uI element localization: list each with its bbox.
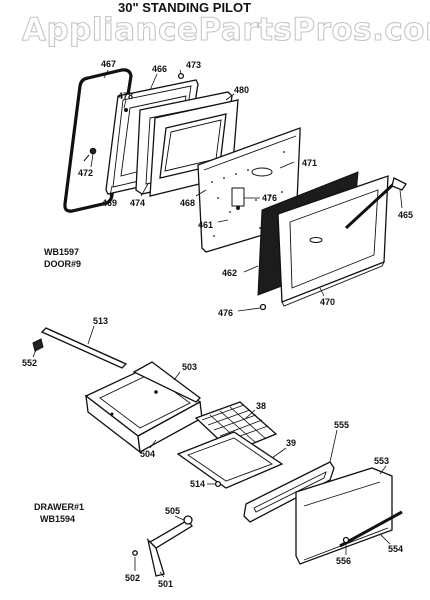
part-501-bracket <box>146 537 165 577</box>
leader-lines <box>32 69 403 578</box>
callout-labels: 467 473 466 478 480 472 469 474 468 476 … <box>22 59 413 589</box>
label-505: 505 <box>165 506 180 516</box>
label-38: 38 <box>256 401 266 411</box>
note-drawer-label: DRAWER#1 <box>34 502 84 512</box>
label-468: 468 <box>180 198 195 208</box>
label-476-upper: 476 <box>262 193 277 203</box>
part-467-door-gasket <box>63 68 133 213</box>
label-513: 513 <box>93 316 108 326</box>
label-461: 461 <box>198 220 213 230</box>
label-555: 555 <box>334 420 349 430</box>
part-473-screw <box>177 72 185 80</box>
label-501: 501 <box>158 579 173 589</box>
note-door-label: DOOR#9 <box>44 259 81 269</box>
part-513-drawer-rail <box>40 327 128 369</box>
part-472-screw <box>83 147 97 162</box>
model-notes: WB1597 DOOR#9 DRAWER#1 WB1594 <box>34 247 84 524</box>
label-466: 466 <box>152 64 167 74</box>
label-467: 467 <box>101 59 116 69</box>
label-503: 503 <box>182 362 197 372</box>
label-469: 469 <box>102 198 117 208</box>
label-462: 462 <box>222 268 237 278</box>
label-556: 556 <box>336 556 351 566</box>
label-502: 502 <box>125 573 140 583</box>
part-476-screw <box>259 303 267 311</box>
part-503-drawer-body <box>84 361 203 454</box>
diagram-title: 30" STANDING PILOT <box>118 0 251 15</box>
label-552: 552 <box>22 358 37 368</box>
label-478-upper: 478 <box>118 91 133 101</box>
label-465: 465 <box>398 210 413 220</box>
label-480: 480 <box>234 85 249 95</box>
label-470: 470 <box>320 297 335 307</box>
label-504: 504 <box>140 449 155 459</box>
part-553-drawer-panel <box>295 467 393 565</box>
part-465-door-handle <box>344 177 407 230</box>
part-554-drawer-handle <box>339 510 403 548</box>
label-474: 474 <box>130 198 145 208</box>
part-38-broiler-grid <box>194 401 278 453</box>
part-470-door-frame <box>277 175 389 307</box>
watermark: AppliancePartsPros.com <box>22 12 430 48</box>
part-514-screw <box>214 480 222 488</box>
note-door-model: WB1597 <box>44 247 79 257</box>
label-553: 553 <box>374 456 389 466</box>
part-502-screw <box>132 550 138 556</box>
label-554: 554 <box>388 544 403 554</box>
label-472: 472 <box>78 168 93 178</box>
label-39: 39 <box>286 438 296 448</box>
note-drawer-model: WB1594 <box>40 514 75 524</box>
label-473: 473 <box>186 60 201 70</box>
label-471: 471 <box>302 158 317 168</box>
part-505-drawer-bracket <box>148 515 193 549</box>
label-514: 514 <box>190 479 205 489</box>
part-39-broiler-pan <box>176 431 284 489</box>
label-476-lower: 476 <box>218 308 233 318</box>
part-552-clip <box>32 338 44 352</box>
